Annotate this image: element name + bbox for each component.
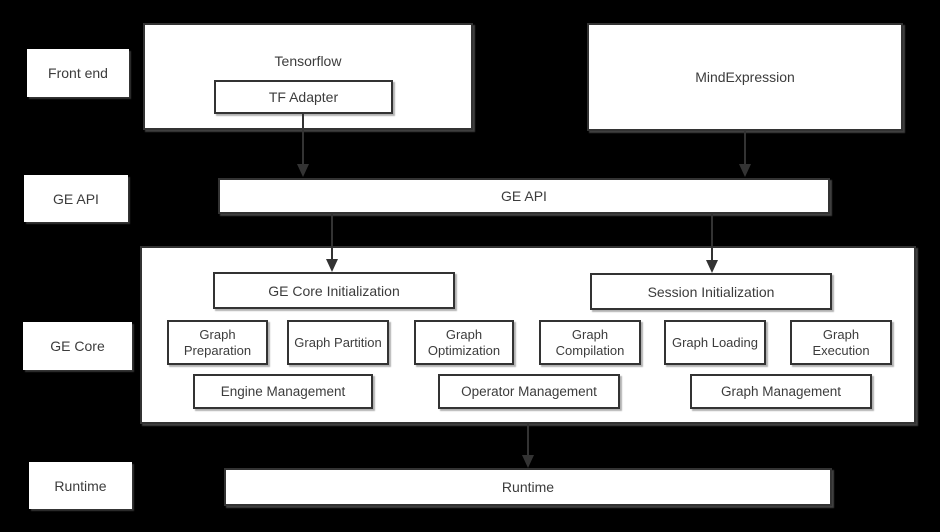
graph-management-label: Graph Management	[720, 384, 842, 399]
tf-adapter-box: TF Adapter	[214, 80, 393, 114]
graph-partition-label: Graph Partition	[294, 334, 382, 350]
operator-management-box: Operator Management	[438, 374, 620, 409]
row-label-runtime: Runtime	[29, 462, 132, 509]
arrow-shaft	[744, 131, 746, 164]
runtime-bar-label: Runtime	[501, 479, 555, 495]
mindexpression-box: MindExpression	[587, 23, 903, 131]
ge-api-bar: GE API	[218, 178, 830, 214]
operator-management-label: Operator Management	[461, 384, 597, 399]
graph-execution-box: Graph Execution	[790, 320, 892, 365]
tensorflow-box: Tensorflow TF Adapter	[143, 23, 473, 130]
ge-core-initialization-box: GE Core Initialization	[213, 272, 455, 309]
session-initialization-label: Session Initialization	[647, 283, 775, 300]
arrow-head-icon	[522, 455, 534, 468]
arrow-tf-adapter-to-ge-api	[297, 114, 309, 177]
arrow-shaft	[302, 114, 304, 164]
arrow-head-icon	[706, 260, 718, 273]
session-initialization-box: Session Initialization	[590, 273, 832, 310]
runtime-bar: Runtime	[224, 468, 832, 506]
graph-preparation-box: Graph Preparation	[167, 320, 268, 365]
arrow-head-icon	[739, 164, 751, 177]
graph-compilation-box: Graph Compilation	[539, 320, 641, 365]
arrow-ge-api-to-ge-core-initialization	[326, 214, 338, 272]
arrow-head-icon	[326, 259, 338, 272]
row-label-ge-core-text: GE Core	[50, 338, 105, 354]
arrow-mindexpression-to-ge-api	[739, 131, 751, 177]
tf-adapter-label: TF Adapter	[268, 89, 339, 105]
row-label-runtime-text: Runtime	[54, 477, 107, 494]
row-label-ge-api-text: GE API	[53, 190, 99, 207]
mindexpression-label: MindExpression	[695, 69, 795, 85]
graph-loading-label: Graph Loading	[671, 334, 758, 350]
graph-loading-box: Graph Loading	[664, 320, 766, 365]
graph-execution-label: Graph Execution	[812, 326, 870, 358]
arrow-shaft	[331, 214, 333, 259]
graph-optimization-label: Graph Optimization	[427, 326, 501, 358]
arrow-head-icon	[297, 164, 309, 177]
arrow-ge-core-to-runtime	[522, 424, 534, 468]
ge-core-initialization-label: GE Core Initialization	[268, 282, 400, 299]
row-label-front-end-text: Front end	[48, 65, 108, 81]
graph-management-box: Graph Management	[690, 374, 872, 409]
arrow-shaft	[527, 424, 529, 455]
arrow-ge-api-to-session-initialization	[706, 214, 718, 273]
graph-preparation-label: Graph Preparation	[183, 326, 252, 358]
graph-partition-box: Graph Partition	[287, 320, 389, 365]
engine-management-box: Engine Management	[193, 374, 373, 409]
row-label-ge-core: GE Core	[23, 322, 132, 370]
arrow-shaft	[711, 214, 713, 260]
ge-core-box: GE Core Initialization Session Initializ…	[140, 246, 916, 424]
row-label-ge-api: GE API	[24, 175, 128, 222]
tensorflow-title: Tensorflow	[274, 53, 342, 69]
ge-api-bar-label: GE API	[501, 188, 547, 204]
row-label-front-end: Front end	[27, 49, 129, 97]
graph-compilation-label: Graph Compilation	[555, 326, 625, 358]
graph-optimization-box: Graph Optimization	[414, 320, 514, 365]
engine-management-label: Engine Management	[220, 384, 346, 399]
